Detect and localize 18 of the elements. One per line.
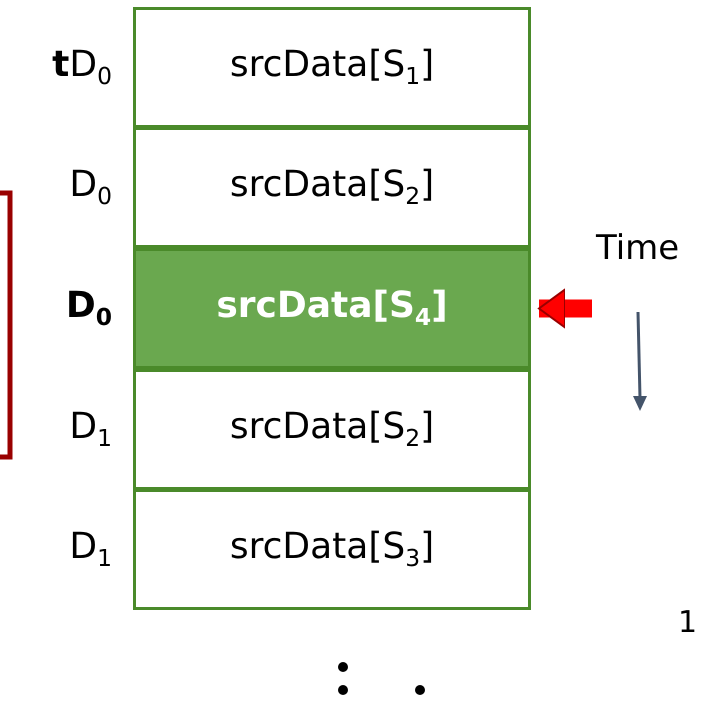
table-cell bbox=[133, 369, 531, 490]
row-label: D$_{0}$ bbox=[69, 164, 112, 210]
block-arrow bbox=[538, 288, 592, 328]
table-cell bbox=[133, 7, 531, 128]
row-label: D$_{0}$ bbox=[66, 284, 112, 331]
cell-text: srcData[S$_{1}$] bbox=[230, 44, 434, 91]
row-label: D$_{1}$ bbox=[69, 406, 112, 452]
table-cell bbox=[133, 489, 531, 610]
row-label: tD$_{0}$ bbox=[52, 44, 112, 90]
cell-text: srcData[S$_{4}$] bbox=[216, 285, 448, 332]
cell-text: srcData[S$_{3}$] bbox=[230, 526, 434, 573]
page-number: 1 bbox=[678, 605, 698, 640]
axis-label: Time bbox=[596, 228, 680, 268]
cell-text: srcData[S$_{2}$] bbox=[230, 406, 434, 453]
row-label: D$_{1}$ bbox=[69, 526, 112, 572]
highlighted-cell bbox=[133, 248, 531, 369]
cell-text: srcData[S$_{2}$] bbox=[230, 164, 434, 211]
table-cell bbox=[133, 127, 531, 248]
